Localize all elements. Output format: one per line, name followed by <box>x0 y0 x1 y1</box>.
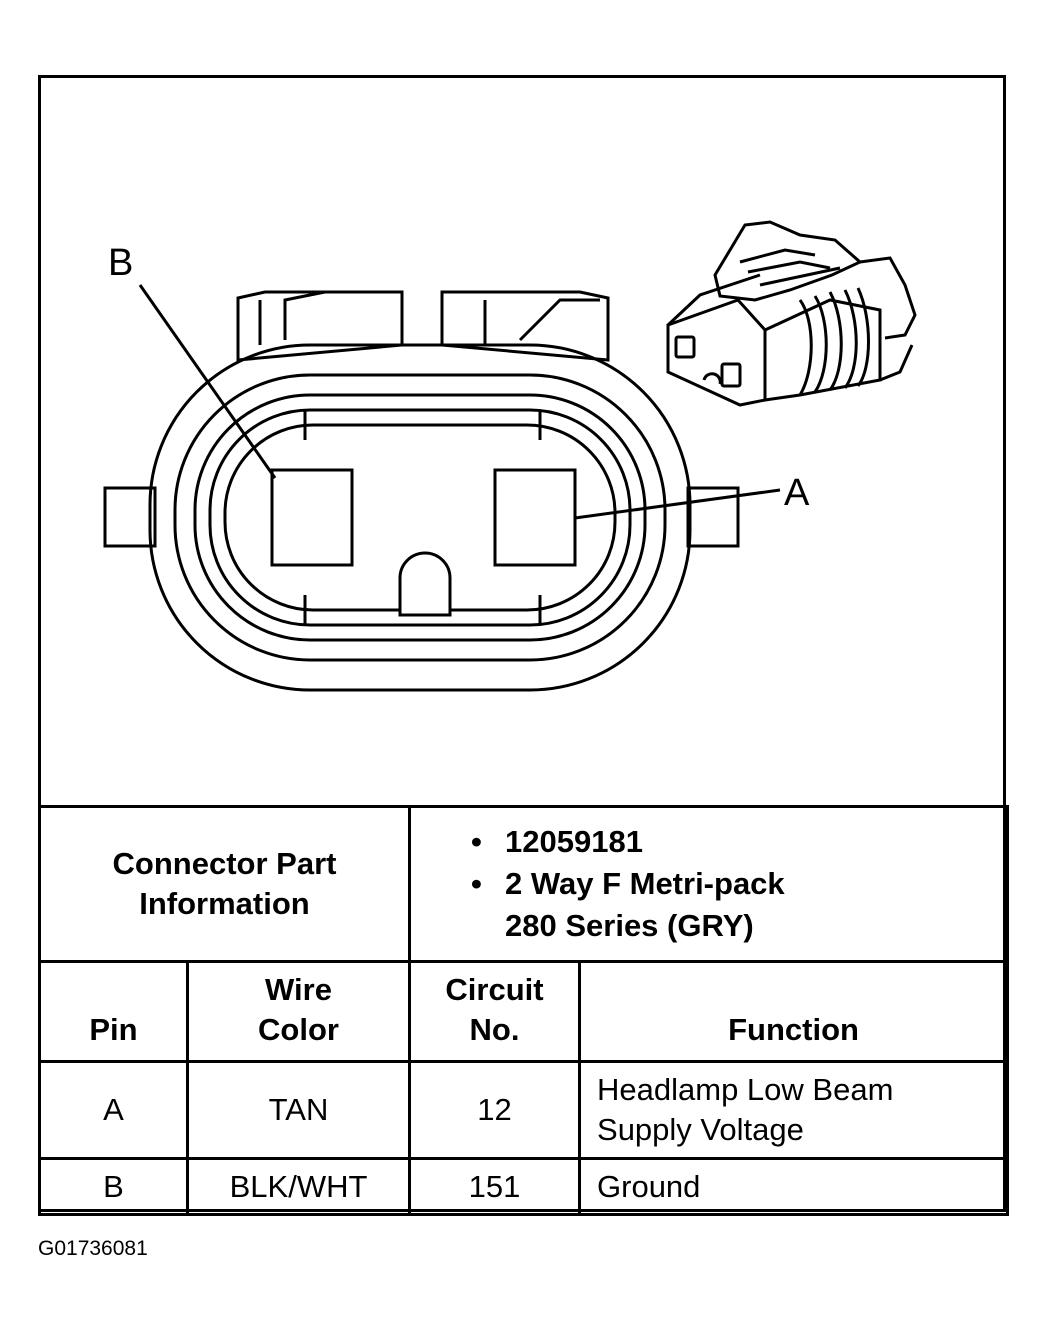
header-wire-color-line: Color <box>258 1012 339 1047</box>
cell-function-line: Ground <box>597 1168 701 1204</box>
cell-function-line: Supply Voltage <box>597 1112 804 1147</box>
bullet-icon: • <box>471 824 482 859</box>
cell-circuit: 151 <box>408 1157 582 1216</box>
terminal-cavity-a <box>493 468 577 567</box>
header-circuit-line: No. <box>469 1012 520 1047</box>
header-circuit-no: Circuit No. <box>408 960 582 1063</box>
cell-function: Ground <box>578 1157 1010 1216</box>
connector-isometric-icon <box>666 220 917 407</box>
cell-wire-color: TAN <box>185 1060 412 1160</box>
connector-info-row: Connector Part Information • 12059181 • … <box>37 805 1010 963</box>
polarizing-key <box>398 551 452 617</box>
header-pin-label: Pin <box>89 1012 138 1047</box>
header-circuit-line: Circuit <box>445 972 544 1007</box>
cell-pin: A <box>38 1060 189 1160</box>
leader-line-a <box>574 488 781 520</box>
connector-info-header: Connector Part Information <box>37 805 412 963</box>
cell-circuit: 12 <box>408 1060 582 1160</box>
figure-id: G01736081 <box>38 1237 148 1260</box>
part-number: 12059181 <box>505 824 643 859</box>
connector-latch-left <box>236 290 404 362</box>
table-row: A TAN 12 Headlamp Low Beam Supply Voltag… <box>38 1060 1010 1160</box>
part-description-line: 280 Series (GRY) <box>505 908 754 943</box>
cell-function: Headlamp Low Beam Supply Voltage <box>578 1060 1010 1160</box>
terminal-cavity-b <box>270 468 354 567</box>
connector-latch-right <box>440 290 610 362</box>
table-row: B BLK/WHT 151 Ground <box>38 1157 1010 1216</box>
header-wire-color-line: Wire <box>265 972 332 1007</box>
pin-label-a: A <box>784 472 810 514</box>
connector-table: Connector Part Information • 12059181 • … <box>37 805 1010 1216</box>
part-description-line: 2 Way F Metri-pack <box>505 866 785 901</box>
connector-info-details: • 12059181 • 2 Way F Metri-pack 280 Seri… <box>408 805 1010 963</box>
cell-wire-color: BLK/WHT <box>185 1157 412 1216</box>
connector-side-tab-right <box>686 486 740 548</box>
connector-info-header-line: Connector Part <box>112 846 337 881</box>
bullet-part-number: • 12059181 <box>471 821 1006 863</box>
table-header-row: Pin Wire Color Circuit No. Function <box>38 960 1010 1063</box>
cell-pin: B <box>38 1157 189 1216</box>
cell-function-line: Headlamp Low Beam <box>597 1072 894 1107</box>
connector-drawing <box>103 220 917 692</box>
connector-side-tab-left <box>103 486 157 548</box>
header-function: Function <box>578 960 1010 1063</box>
pin-label-b: B <box>108 242 134 284</box>
connector-housing <box>148 343 692 692</box>
leader-line-b <box>138 284 277 479</box>
bullet-description: • 2 Way F Metri-pack 280 Series (GRY) <box>471 863 1006 947</box>
header-function-label: Function <box>728 1012 859 1047</box>
connector-info-header-line: Information <box>139 886 310 921</box>
header-pin: Pin <box>38 960 189 1063</box>
header-wire-color: Wire Color <box>185 960 412 1063</box>
bullet-icon: • <box>471 866 482 901</box>
